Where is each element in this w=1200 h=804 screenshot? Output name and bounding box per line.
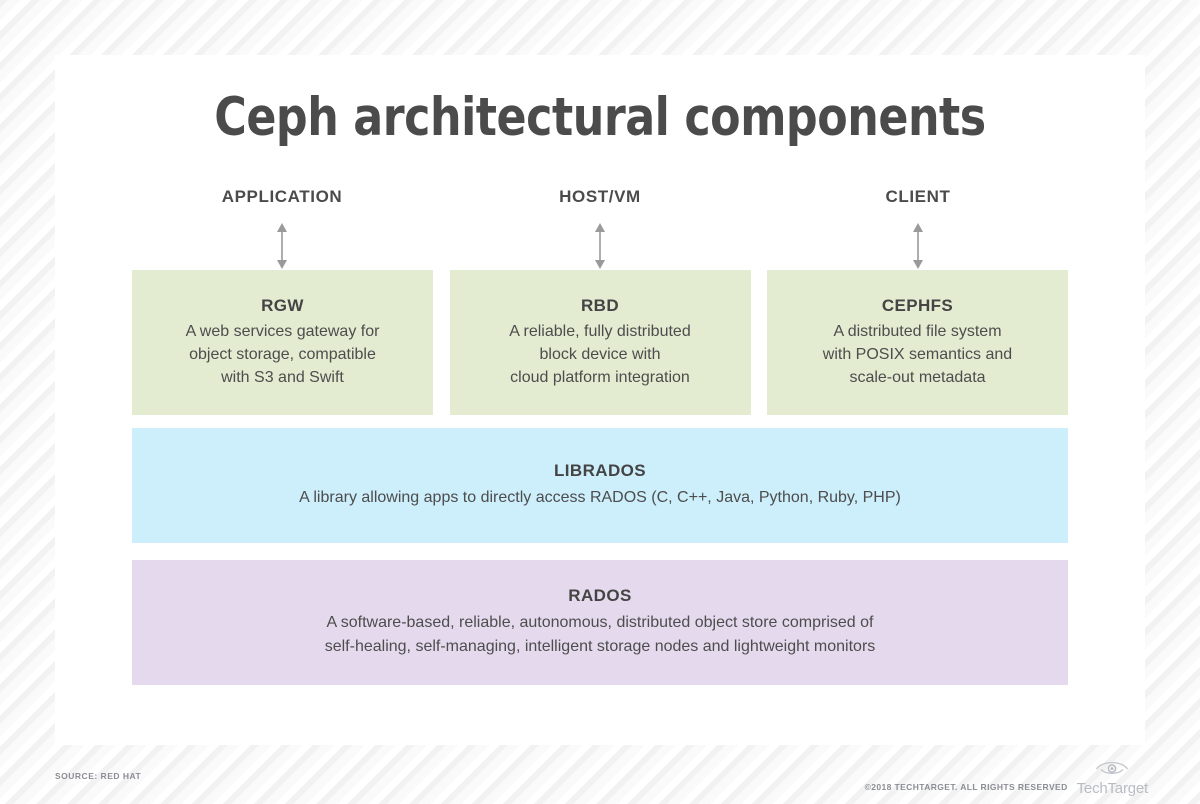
column-client: CLIENT <box>768 188 1068 308</box>
copyright-notice: ©2018 TECHTARGET. ALL RIGHTS RESERVED <box>864 781 1068 792</box>
techtarget-wordmark: TechTarget <box>1076 780 1149 797</box>
double-headed-vertical-arrow-icon <box>910 223 926 269</box>
interface-desc-cephfs: A distributed file system with POSIX sem… <box>822 323 1013 386</box>
interface-title-rbd: RBD <box>580 296 620 315</box>
layer-title-rados: RADOS <box>568 586 632 606</box>
interface-title-cephfs: CEPHFS <box>881 296 954 315</box>
diagram-card: Ceph architectural components APPLICATIO… <box>55 55 1145 745</box>
layer-band-librados: LIBRADOS A library allowing apps to dire… <box>132 428 1068 543</box>
interface-boxes-row: RGW A web services gateway for object st… <box>132 270 1068 415</box>
column-label-application: APPLICATION <box>221 187 343 206</box>
layer-band-rados: RADOS A software-based, reliable, autono… <box>132 560 1068 685</box>
double-headed-vertical-arrow-icon <box>592 223 608 269</box>
interface-desc-rbd: A reliable, fully distributed block devi… <box>509 323 691 386</box>
layer-desc-rados: A software-based, reliable, autonomous, … <box>324 614 876 655</box>
interface-box-rgw: RGW A web services gateway for object st… <box>132 270 433 415</box>
column-application: APPLICATION <box>132 188 432 308</box>
footer-brand-area: ©2018 TECHTARGET. ALL RIGHTS RESERVED Te… <box>865 758 1148 796</box>
column-label-client: CLIENT <box>885 187 951 206</box>
interface-desc-rgw: A web services gateway for object storag… <box>185 323 380 386</box>
layer-title-librados: LIBRADOS <box>554 460 646 480</box>
column-hostvm: HOST/VM <box>450 188 750 308</box>
techtarget-logo: TechTarget <box>1077 758 1148 796</box>
layer-desc-librados: A library allowing apps to directly acce… <box>299 488 901 506</box>
page-title: Ceph architectural components <box>214 87 986 148</box>
double-headed-vertical-arrow-icon <box>274 223 290 269</box>
source-attribution: SOURCE: RED HAT <box>55 771 142 781</box>
interface-title-rgw: RGW <box>261 296 304 315</box>
eye-logo-icon <box>1095 758 1129 780</box>
interface-box-cephfs: CEPHFS A distributed file system with PO… <box>767 270 1068 415</box>
interface-box-rbd: RBD A reliable, fully distributed block … <box>449 270 751 415</box>
column-label-hostvm: HOST/VM <box>559 187 641 206</box>
consumer-columns: APPLICATION HOST/VM <box>132 188 1068 308</box>
